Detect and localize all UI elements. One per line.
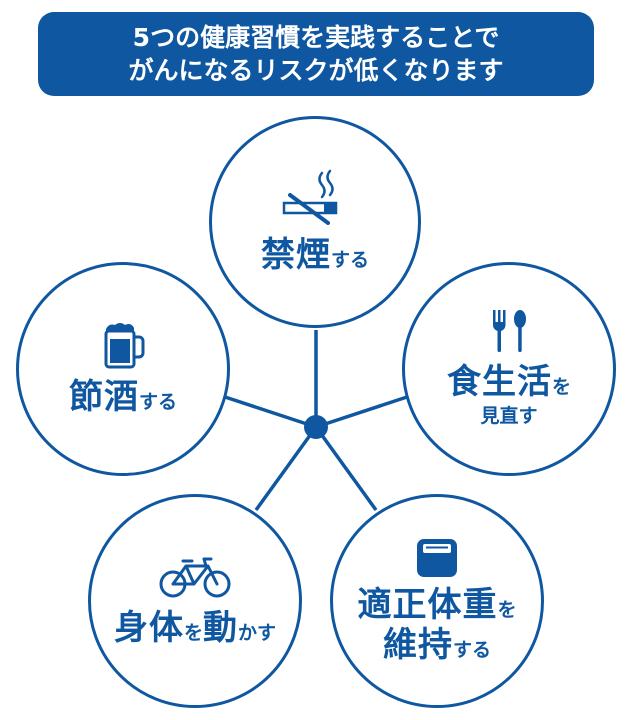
habit-smoking-suffix: する — [330, 249, 369, 271]
fork-spoon-icon — [493, 310, 526, 352]
habit-exercise-suffix: を — [183, 622, 203, 644]
habit-weight: 適正体重を 維持する — [330, 494, 544, 708]
banner-line-2: がんになるリスクが低くなります — [128, 56, 504, 85]
habit-exercise-label-2: 動 — [203, 608, 238, 648]
habit-diet-suffix: を — [551, 376, 571, 398]
habit-weight-suffix-2: する — [452, 639, 491, 661]
connector-weight — [314, 425, 378, 512]
bicycle-icon — [159, 557, 231, 598]
center-hub — [304, 415, 328, 439]
habit-exercise: 身体を動かす — [88, 494, 302, 708]
scale-icon — [417, 539, 457, 577]
habit-weight-label: 適正体重 — [357, 585, 498, 625]
no-smoking-icon — [282, 169, 338, 225]
habit-smoking-label: 禁煙 — [260, 235, 331, 275]
connector-exercise — [254, 425, 318, 512]
habit-weight-label-2: 維持 — [382, 625, 453, 665]
banner-line-1: 5つの健康習慣を実践することで — [132, 23, 500, 52]
beer-mug-icon — [104, 323, 145, 369]
connector-diet — [315, 394, 411, 429]
connector-alcohol — [221, 394, 317, 429]
habit-alcohol-suffix: する — [138, 391, 177, 413]
habit-diet: 食生活を 見直す — [402, 262, 616, 476]
habit-alcohol: 節酒する — [16, 262, 230, 476]
habit-exercise-suffix-2: かす — [238, 622, 277, 644]
habit-alcohol-label: 節酒 — [68, 377, 139, 417]
header-banner: 5つの健康習慣を実践することで がんになるリスクが低くなります — [38, 12, 594, 96]
habit-weight-suffix: を — [497, 599, 517, 621]
habit-exercise-label: 身体 — [113, 608, 184, 648]
habit-diet-sub: 見直す — [480, 405, 538, 427]
habit-smoking: 禁煙する — [209, 116, 421, 328]
habit-diet-label: 食生活 — [446, 362, 552, 402]
